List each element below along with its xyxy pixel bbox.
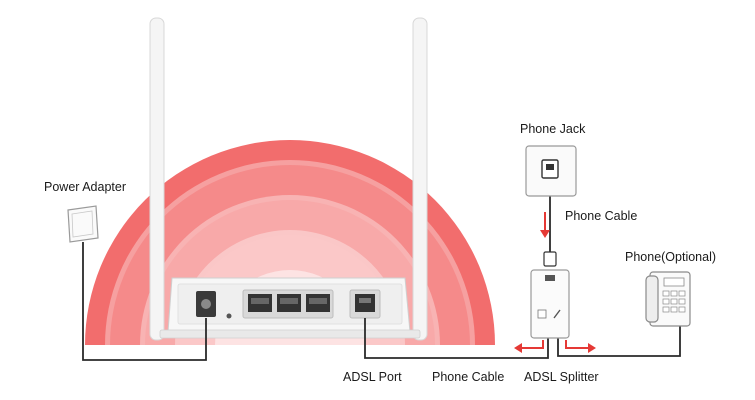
adsl-port-label: ADSL Port [343,370,402,384]
router-antennas [149,17,428,341]
power-cable [82,242,207,361]
lan-ports [242,289,334,319]
router-icon [159,277,421,339]
power-adapter-label: Power Adapter [44,180,126,194]
phone-cable-bottom-label: Phone Cable [432,370,505,384]
arrow-right [565,340,596,353]
power-adapter-icon [67,205,99,243]
phone-optional-label: Phone(Optional) [625,250,717,264]
phone-jack-label: Phone Jack [520,122,586,136]
phone-jack-icon [525,145,577,197]
adsl-splitter-label: ADSL Splitter [524,370,599,384]
arrow-down [540,212,550,238]
antenna-right [412,17,428,341]
phone-plug [543,251,557,267]
telephone-icon [645,271,691,327]
antenna-left [149,17,165,341]
flow-arrows [514,212,596,353]
adsl-splitter-icon [530,269,570,339]
splitter-to-phone-cable [557,326,681,357]
phone-cable-top-label: Phone Cable [565,209,638,223]
arrow-left [514,340,544,353]
adsl-cable [364,318,549,359]
